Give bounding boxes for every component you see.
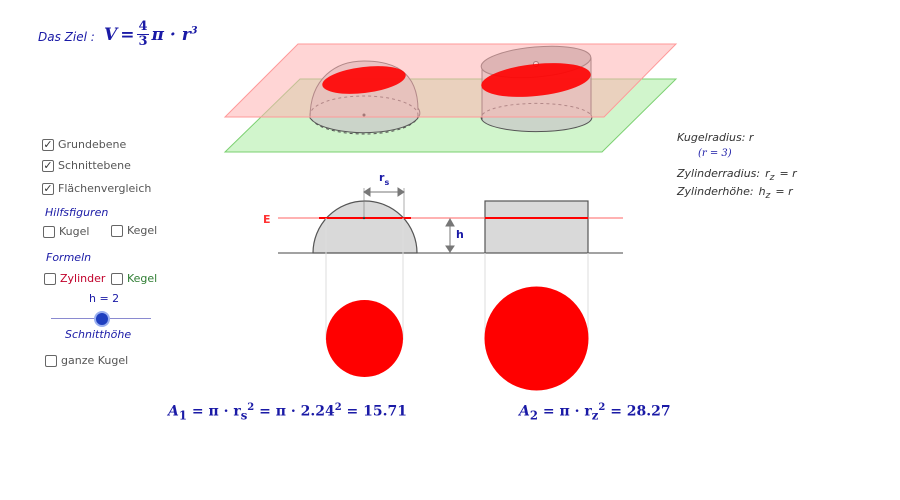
checkbox-ganze-kugel[interactable]: ganze Kugel (45, 354, 128, 367)
hilfsfiguren-title: Hilfsfiguren (45, 206, 109, 219)
checkbox-ganze-kugel-box[interactable] (45, 354, 57, 367)
info-zylinderradius: Zylinderradius: rz = r (677, 167, 797, 183)
hemisphere-section-3d (322, 66, 406, 94)
cylinder-section-disc (484, 286, 589, 391)
height-arrow (445, 217, 455, 253)
section-plane (223, 43, 678, 118)
formula-rest: π · r3 (152, 25, 198, 45)
checkbox-hilfs-kugel-box[interactable] (43, 225, 55, 238)
checkbox-formel-zylinder-label: Zylinder (60, 272, 106, 285)
slider-value-text: h = 2 (89, 292, 120, 305)
info-zylinderradius-var: rz (765, 167, 774, 183)
rs-label-letter: r (379, 171, 385, 184)
info-rz-letter: r (765, 167, 770, 180)
info-r-value: (r = 3) (698, 148, 732, 159)
info-hz-sub: z (765, 190, 771, 202)
a1-var: A (168, 403, 179, 420)
checkbox-hilfs-kegel[interactable]: Kegel (111, 224, 157, 237)
formula-volume-var: V (104, 24, 118, 45)
volume-formula: V = 4 3 π · r3 (104, 20, 198, 49)
checkbox-formel-kegel[interactable]: Kegel (111, 272, 157, 285)
a2-rz-sub: z (591, 408, 599, 423)
checkbox-formel-zylinder[interactable]: Zylinder (44, 272, 105, 285)
formula-exponent: 3 (190, 24, 198, 36)
plane-e-label: E (263, 213, 271, 226)
info-zylinderhoehe: Zylinderhöhe: hz = r (677, 185, 793, 201)
cylinder-section-3d (481, 63, 591, 97)
goal-label: Das Ziel : (38, 30, 95, 44)
cylinder-profile (484, 200, 589, 254)
a1-exp: 2 (247, 402, 255, 413)
checkbox-ganze-kugel-label: ganze Kugel (61, 354, 129, 367)
checkbox-schnittebene-label: Schnittebene (58, 159, 131, 172)
checkbox-schnittebene[interactable]: ✓ Schnittebene (42, 159, 131, 172)
fraction-numerator: 4 (137, 19, 149, 35)
a2-mid: = π · r (538, 403, 592, 420)
height-label: h (456, 228, 464, 241)
a2-result: = 28.27 (605, 403, 671, 420)
a1-result: = 15.71 (341, 403, 408, 420)
a1-exp2: 2 (334, 402, 342, 413)
checkbox-hilfs-kegel-label: Kegel (127, 224, 158, 237)
checkbox-flaechenvergleich-label: Flächenvergleich (58, 182, 152, 195)
info-rz-sub: z (769, 172, 775, 184)
rs-arrow (363, 187, 405, 218)
checkbox-schnittebene-box[interactable]: ✓ (42, 158, 54, 172)
rs-label: rs (379, 171, 389, 187)
a2-var: A (519, 403, 530, 420)
checkbox-hilfs-kugel[interactable]: Kugel (43, 225, 89, 238)
info-zylinderhoehe-var: hz (759, 185, 771, 201)
a1-sub: 1 (178, 408, 187, 423)
checkbox-flaechenvergleich[interactable]: ✓ Flächenvergleich (42, 182, 151, 195)
a1-rest: = π · 2.24 (254, 403, 335, 420)
info-zylinderradius-val: = r (779, 167, 797, 180)
checkbox-grundebene-label: Grundebene (58, 138, 127, 151)
checkbox-hilfs-kegel-box[interactable] (111, 224, 123, 237)
area-formula-a1: A1 = π · rs2 = π · 2.242 = 15.71 (168, 402, 407, 422)
info-zylinderhoehe-label: Zylinderhöhe: (677, 185, 754, 198)
formula-fraction: 4 3 (137, 19, 149, 49)
info-kugelradius: Kugelradius: r (677, 131, 754, 144)
slider-knob[interactable] (94, 311, 110, 327)
a1-mid: = π · r (187, 403, 241, 420)
checkbox-formel-kegel-box[interactable] (111, 272, 123, 285)
projection-lines (325, 218, 589, 340)
hemisphere-profile (312, 200, 418, 254)
info-hz-letter: h (758, 185, 766, 198)
formula-equals: = (120, 24, 135, 45)
slider-label: Schnitthöhe (65, 328, 132, 341)
rs-label-sub: s (384, 178, 389, 187)
checkbox-hilfs-kugel-label: Kugel (59, 225, 90, 238)
hemisphere-section-disc (326, 300, 403, 377)
checkbox-flaechenvergleich-box[interactable]: ✓ (42, 181, 54, 195)
info-zylinderradius-label: Zylinderradius: (677, 167, 761, 180)
checkbox-grundebene[interactable]: ✓ Grundebene (42, 138, 126, 151)
checkbox-grundebene-box[interactable]: ✓ (42, 137, 54, 151)
checkbox-formel-zylinder-box[interactable] (44, 272, 56, 285)
area-formula-a2: A2 = π · rz2 = 28.27 (519, 402, 671, 422)
a2-sub: 2 (529, 408, 538, 423)
fraction-denominator: 3 (138, 34, 148, 49)
formula-pi-r: π · r (151, 24, 191, 45)
a2-exp: 2 (598, 402, 606, 413)
info-zylinderhoehe-val: = r (775, 185, 793, 198)
formeln-title: Formeln (46, 251, 92, 264)
a1-rs-sub: s (240, 408, 248, 423)
checkbox-formel-kegel-label: Kegel (127, 272, 158, 285)
